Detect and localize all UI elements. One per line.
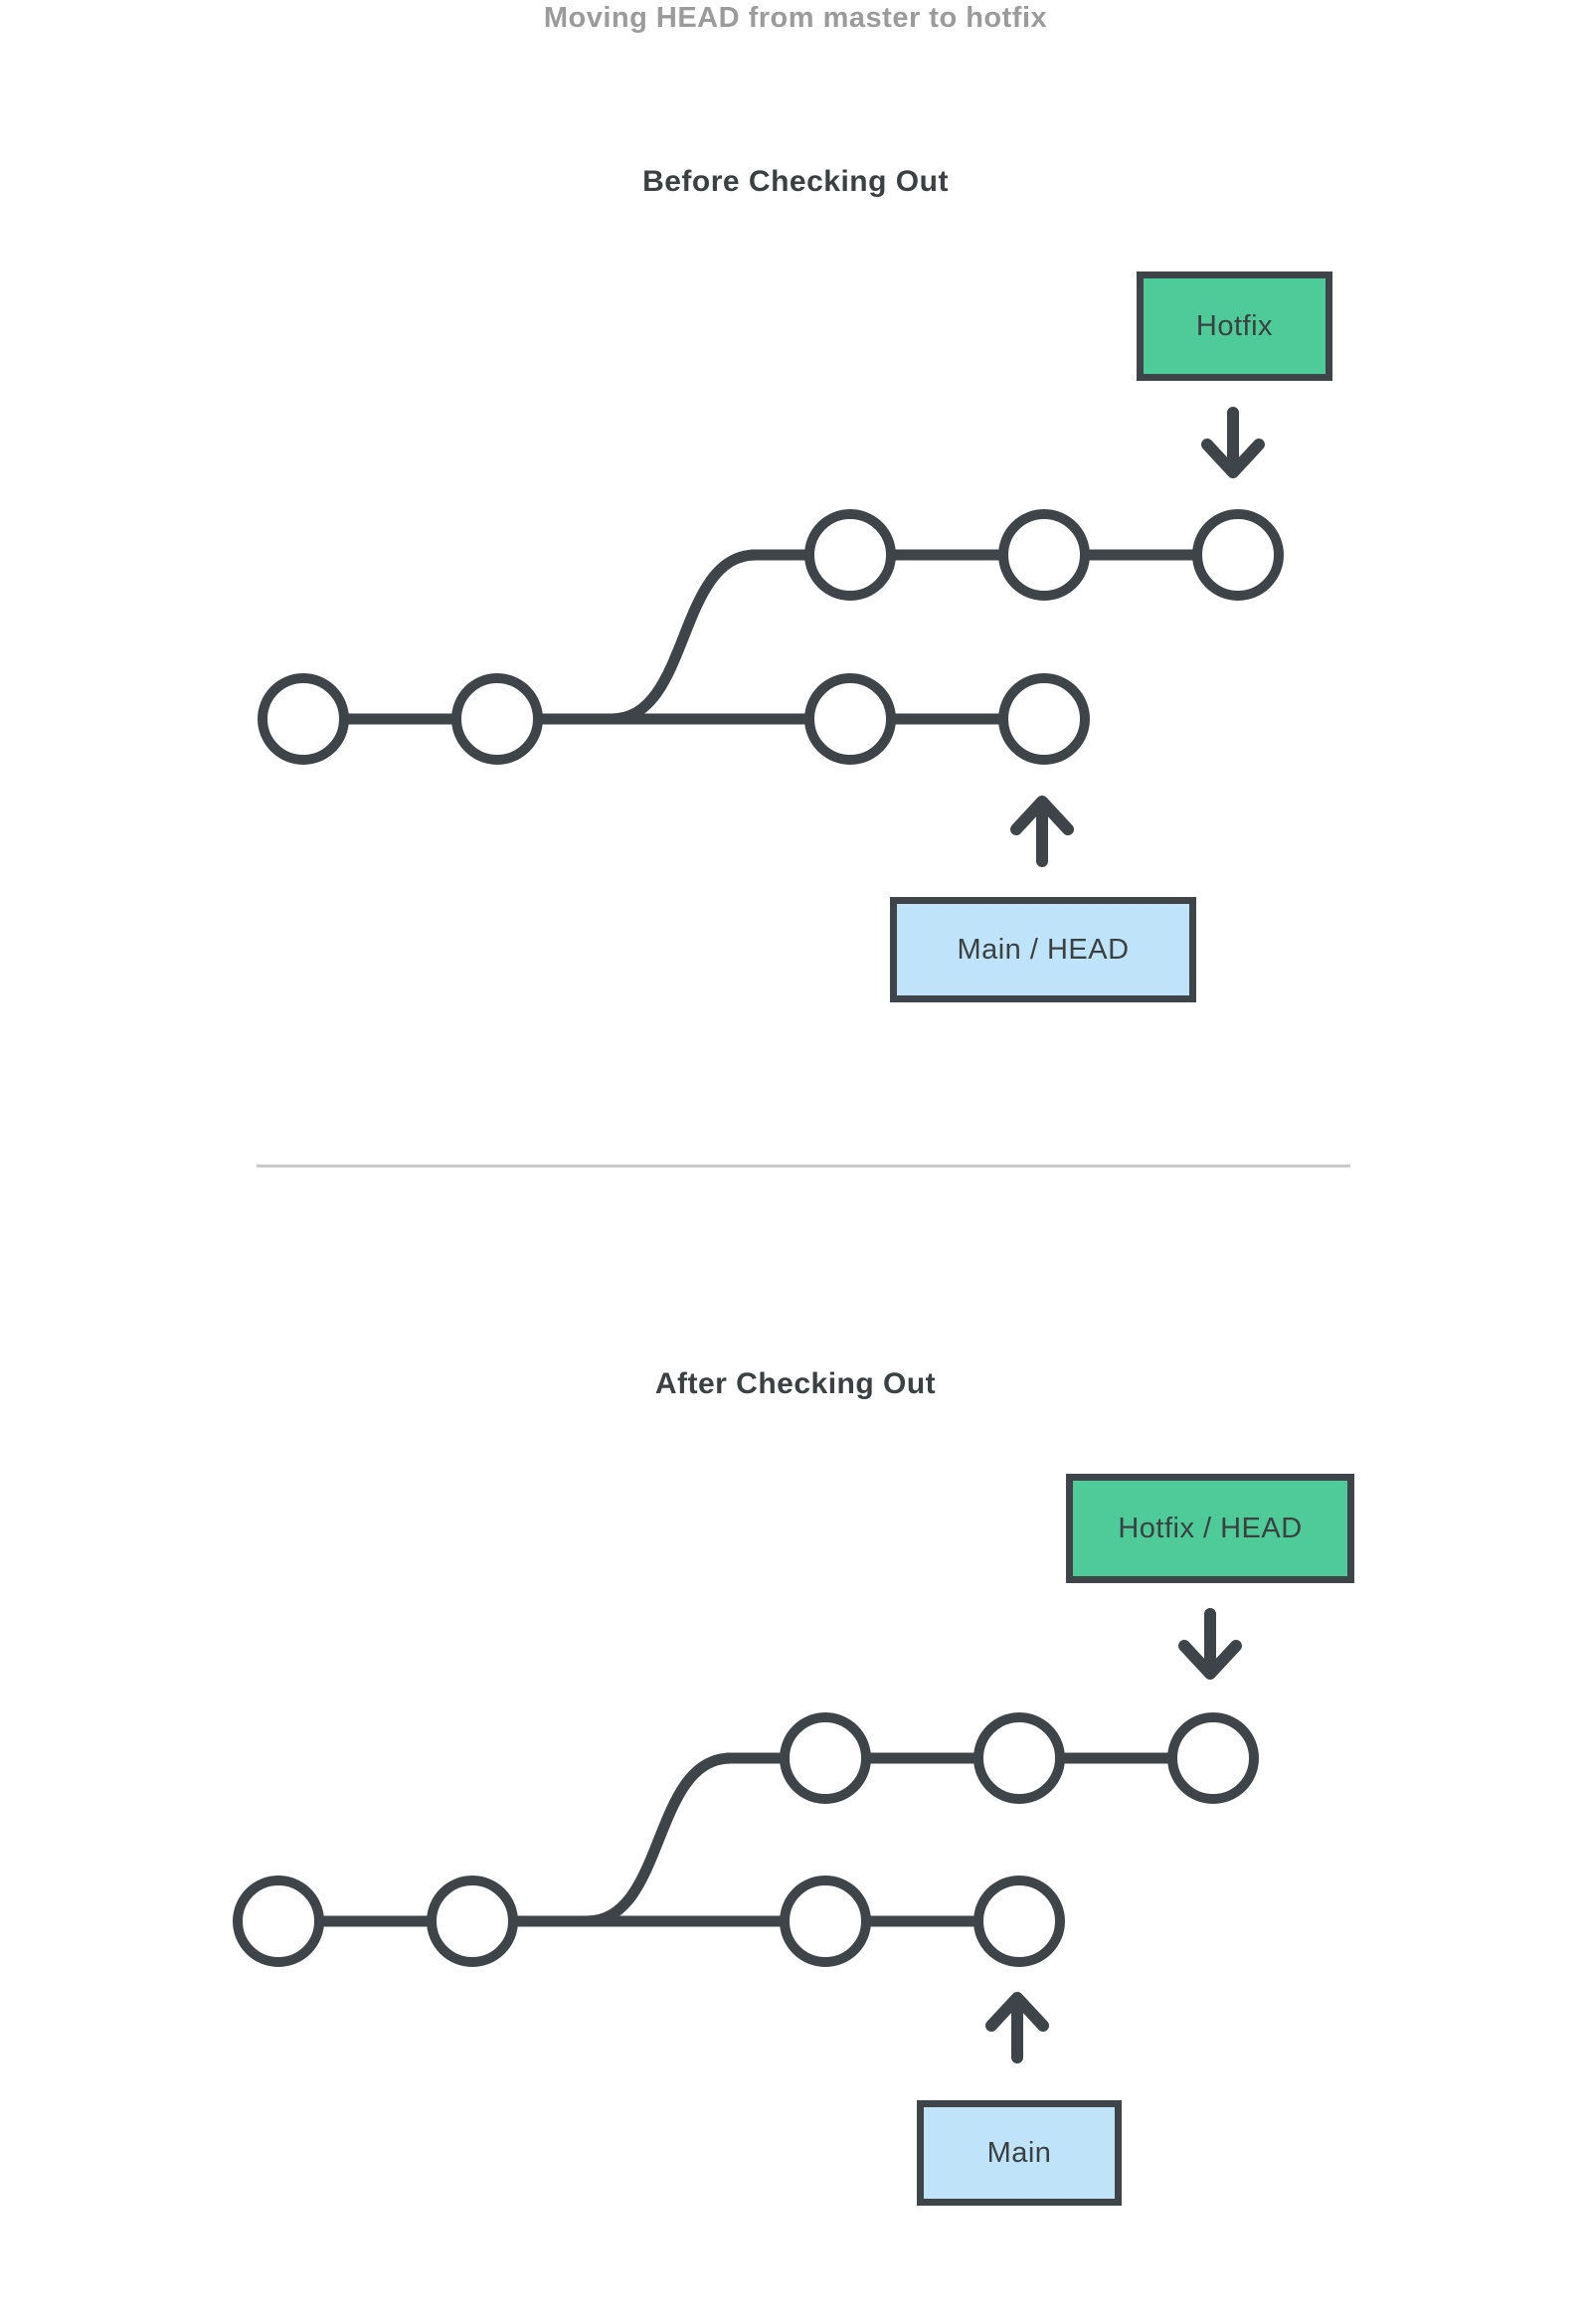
after-commit-node-main-4	[973, 1876, 1065, 1967]
page-title: Moving HEAD from master to hotfix	[543, 2, 1048, 34]
before-panel-graph	[258, 407, 1284, 867]
before-commit-node-main-1	[258, 673, 349, 765]
after-panel-graph	[233, 1608, 1259, 2063]
before-hotfix-branch-label-box: Hotfix	[1137, 271, 1332, 381]
after-commit-node-main-2	[427, 1876, 518, 1967]
after-main-label-box: Main	[917, 2100, 1122, 2206]
after-commit-node-main-3	[780, 1876, 871, 1967]
before-arrow-down-icon	[1201, 407, 1265, 478]
after-main-label: Main	[986, 2136, 1052, 2169]
after-panel-heading: After Checking Out	[654, 1367, 937, 1400]
before-commit-node-hotfix-3	[1192, 509, 1284, 601]
before-panel-heading: Before Checking Out	[642, 165, 949, 198]
before-commit-node-main-3	[804, 673, 896, 765]
after-hotfix-head-label-box: Hotfix / HEAD	[1066, 1474, 1354, 1583]
before-arrow-up-icon	[1010, 796, 1074, 867]
panel-divider	[257, 1164, 1350, 1167]
after-commit-node-main-1	[233, 1876, 324, 1967]
after-arrow-up-icon	[985, 1992, 1049, 2063]
before-commit-node-hotfix-2	[998, 509, 1090, 601]
after-hotfix-head-label: Hotfix / HEAD	[1118, 1512, 1303, 1544]
before-main-head-label-box: Main / HEAD	[890, 897, 1196, 1002]
after-arrow-down-icon	[1178, 1608, 1242, 1680]
before-hotfix-branch-label: Hotfix	[1195, 309, 1274, 342]
after-commit-node-hotfix-2	[973, 1712, 1065, 1804]
before-commit-node-main-head	[998, 673, 1090, 765]
before-branch-fork-curve	[611, 549, 757, 725]
after-commit-node-hotfix-head	[1167, 1712, 1259, 1804]
after-commit-node-hotfix-1	[780, 1712, 871, 1804]
before-main-head-label: Main / HEAD	[957, 933, 1130, 966]
after-branch-fork-curve	[586, 1752, 732, 1927]
before-commit-node-hotfix-1	[804, 509, 896, 601]
before-commit-node-main-2	[451, 673, 543, 765]
